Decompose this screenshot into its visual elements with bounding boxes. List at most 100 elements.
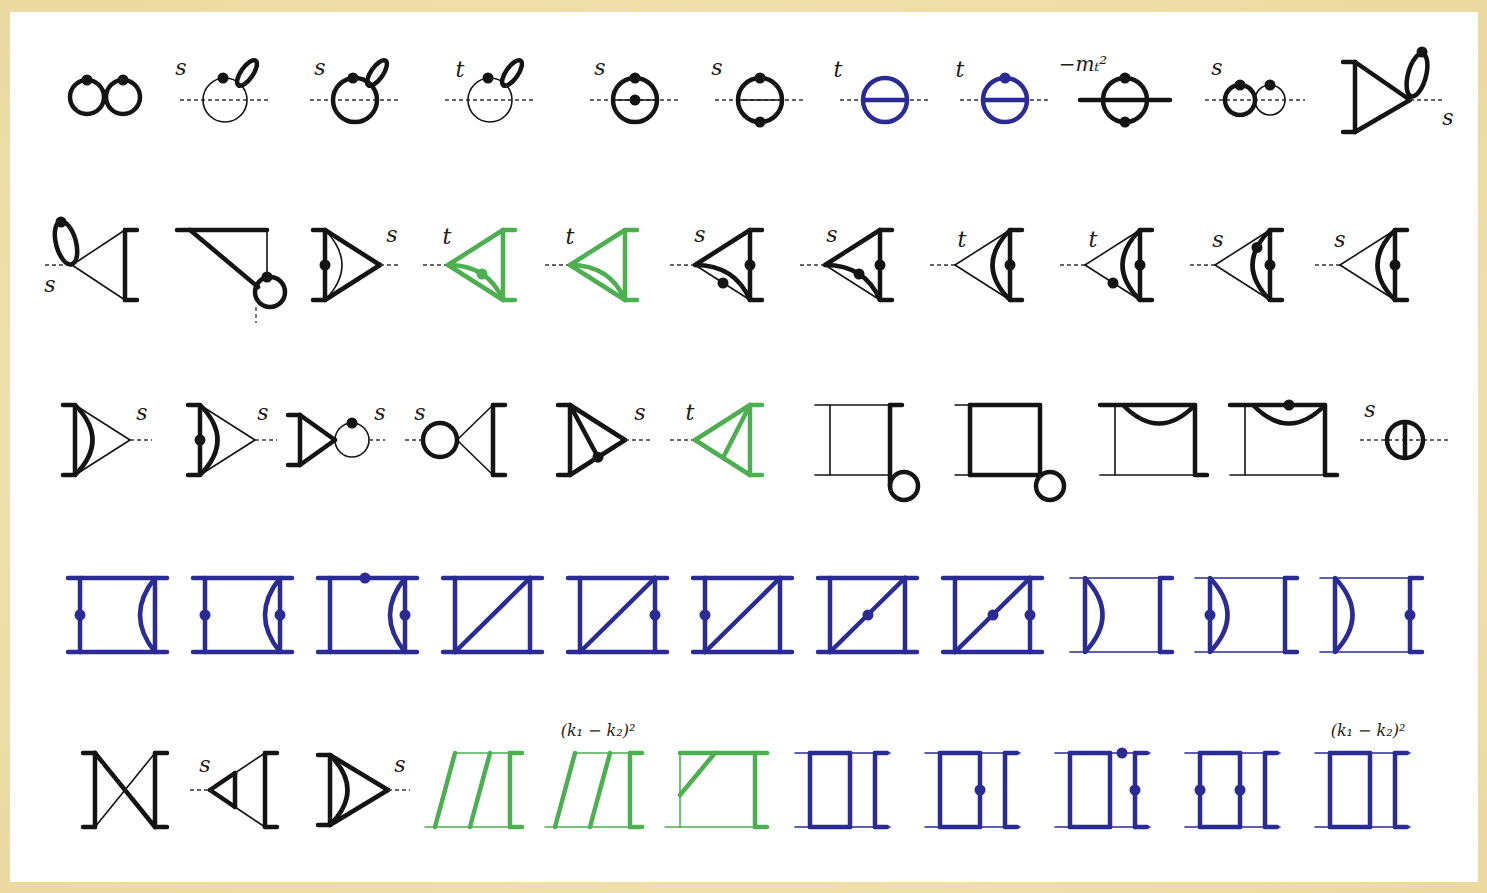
propagator-line [1340,265,1395,300]
tadpole-loop [363,57,390,88]
kinematic-label: s [135,401,148,424]
dot-mark [75,610,86,621]
propagator-line [1395,228,1407,233]
propagator-line [955,576,1030,581]
propagator-line [580,650,655,655]
propagator-line [1285,650,1297,655]
propagator-arc [330,755,348,825]
kinematic-label: s [1210,56,1223,79]
propagator-loop [423,423,457,457]
kinematic-label: s [1363,398,1376,421]
propagator-line [755,825,767,830]
external-leg [715,99,805,100]
propagator-line [1355,62,1410,100]
propagator-line [75,440,130,475]
dot-mark [1265,80,1276,91]
propagator-line [200,405,255,440]
feynman-graph [1230,400,1337,476]
propagator-line [330,755,388,790]
propagator-line [1355,100,1410,132]
propagator-line [501,230,506,300]
propagator-line [530,650,542,655]
propagator-line [628,753,633,827]
dot-mark [863,610,874,621]
propagator-line [1158,578,1163,652]
propagator-line [983,98,1027,103]
propagator-line [280,576,292,581]
kinematic-label: s [413,401,426,424]
propagator-line [1185,752,1280,754]
dot-mark [755,117,766,128]
dot-mark [1235,785,1246,796]
external-leg [388,789,410,790]
propagator-line [155,576,167,581]
propagator-line [325,230,380,265]
feynman-graph [840,78,930,122]
dot-mark [1235,80,1246,91]
propagator-line [73,405,78,475]
propagator-line [810,825,850,830]
propagator-line [679,753,681,827]
feynman-graph [943,578,1042,652]
feynman-graph [1195,578,1297,652]
propagator-line [1410,576,1422,581]
propagator-loop [1103,78,1147,122]
propagator-loop [863,78,907,122]
dot-mark [630,73,641,84]
propagator-line [265,751,277,756]
feynman-graph [715,73,805,128]
dot-mark [275,610,286,621]
propagator-line [815,404,890,406]
propagator-line [125,228,137,233]
propagator-line [705,576,780,581]
feynman-graph [443,578,542,652]
propagator-line [1330,751,1370,756]
propagator-line [953,578,958,652]
dot-mark [755,73,766,84]
propagator-line [205,650,280,655]
kinematic-label: t [833,58,844,81]
propagator-line [1135,751,1147,756]
dot-mark [875,260,886,271]
tadpole-loop [1403,51,1432,98]
kinematic-label: t [442,225,453,248]
propagator-line [72,265,125,300]
dot-mark [1390,260,1401,271]
dot-mark [1120,117,1131,128]
propagator-line [955,650,1030,655]
propagator-line [570,265,625,300]
propagator-line [1085,265,1140,300]
propagator-line [528,578,533,652]
propagator-line [155,825,167,830]
propagator-line [455,578,530,652]
propagator-line [330,790,388,825]
feynman-graph [693,578,792,652]
propagator-line [1200,825,1240,830]
propagator-line [750,473,762,478]
feynman-graph [1190,230,1282,300]
propagator-loop [613,78,657,122]
feynman-graph [445,57,535,122]
dot-mark [56,217,67,228]
propagator-line [1215,265,1270,300]
propagator-line [830,576,905,581]
propagator-arc [448,265,503,300]
kinematic-label: s [1441,106,1454,129]
dot-mark [400,610,411,621]
feynman-graph [1080,73,1170,128]
propagator-line [880,298,892,303]
propagator-line [155,650,167,655]
kinematic-label: t [565,225,576,248]
dot-mark [1025,610,1036,621]
propagator-line [575,752,630,754]
propagator-line [325,265,380,300]
propagator-line [448,230,503,265]
propagator-line [830,578,905,652]
dot-mark [1108,278,1119,289]
propagator-line [235,753,265,773]
propagator-line [153,753,158,827]
propagator-arc [75,405,93,475]
propagator-line [210,773,235,790]
propagator-line [1038,405,1043,475]
